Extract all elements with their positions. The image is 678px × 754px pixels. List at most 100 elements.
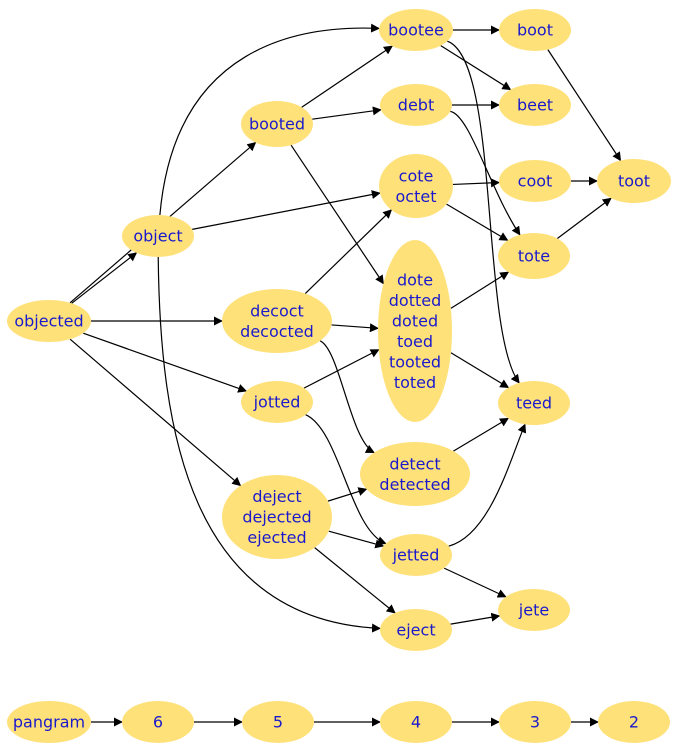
node-label: dotted: [389, 291, 442, 310]
edge-decoct-to-cote: [304, 209, 393, 294]
node-jotted[interactable]: jotted: [241, 381, 313, 423]
node-label: jotted: [253, 393, 301, 412]
node-label: boot: [517, 21, 553, 40]
node-debt[interactable]: debt: [380, 84, 452, 126]
node-label: octet: [396, 187, 437, 206]
node-label: 2: [629, 713, 639, 732]
node-ellipse: [378, 240, 452, 422]
edge-object-to-bootee: [159, 23, 381, 216]
node-ellipse: [122, 215, 194, 257]
node-ellipse: [598, 701, 670, 743]
edge-bootee-to-teed: [447, 40, 520, 384]
edge-bootee-to-beet: [440, 45, 512, 91]
edge-booted-to-bootee: [301, 45, 393, 108]
node-ellipse: [499, 84, 571, 126]
node-jete[interactable]: jete: [498, 589, 570, 631]
edge-detect-to-teed: [453, 417, 510, 452]
node-toot[interactable]: toot: [597, 159, 671, 203]
node-label: teed: [516, 394, 552, 413]
edge-jetted-to-jete: [443, 567, 507, 598]
node-ellipse: [242, 701, 314, 743]
edge-deject-to-jetted: [328, 530, 385, 549]
edge-objected-to-jotted: [83, 332, 248, 393]
node-n3[interactable]: 3: [499, 701, 571, 743]
node-eject[interactable]: eject: [380, 609, 452, 651]
node-label: beet: [517, 96, 553, 115]
node-label: dote: [397, 270, 433, 289]
node-ellipse: [7, 701, 91, 743]
node-n5[interactable]: 5: [242, 701, 314, 743]
node-booted[interactable]: booted: [241, 101, 313, 147]
node-n2[interactable]: 2: [598, 701, 670, 743]
node-teed[interactable]: teed: [498, 381, 570, 425]
node-jetted[interactable]: jetted: [380, 534, 452, 576]
nodes-layer: objected object booted bootee boot debt beet co…: [7, 9, 671, 743]
edge-decoct-to-detect: [319, 340, 375, 454]
edge-cote-to-tote: [446, 203, 509, 241]
node-label: object: [133, 227, 182, 246]
edge-booted-to-dote: [290, 144, 384, 285]
node-label: tote: [518, 247, 550, 266]
node-ellipse: [241, 101, 313, 147]
node-coot[interactable]: coot: [499, 160, 571, 202]
edge-dote-to-teed: [450, 352, 510, 389]
edge-decoct-to-dote: [331, 323, 379, 333]
node-label: pangram: [13, 713, 85, 732]
node-ellipse: [597, 159, 671, 203]
node-beet[interactable]: beet: [499, 84, 571, 126]
node-ellipse: [499, 9, 571, 51]
node-tote[interactable]: tote: [498, 233, 570, 279]
node-label: jete: [518, 601, 549, 620]
edge-boot-to-toot: [547, 49, 622, 162]
node-label: decoct: [250, 301, 304, 320]
node-n4[interactable]: 4: [380, 701, 452, 743]
edge-objected-to-object: [71, 252, 138, 304]
edge-debt-to-tote: [450, 110, 521, 236]
node-label: coot: [518, 172, 553, 191]
edge-jotted-to-jetted: [305, 414, 387, 545]
edge-object-to-cote: [192, 190, 381, 230]
edge-cote-to-coot: [452, 178, 500, 188]
node-label: toted: [394, 373, 436, 392]
edge-jotted-to-dote: [303, 349, 380, 389]
node-boot[interactable]: boot: [499, 9, 571, 51]
node-ellipse: [498, 233, 570, 279]
node-label: 6: [153, 713, 163, 732]
edges-layer: [69, 23, 622, 727]
node-bootee[interactable]: bootee: [379, 9, 453, 51]
node-ellipse: [380, 609, 452, 651]
node-pangram[interactable]: pangram: [7, 701, 91, 743]
node-label: ejected: [247, 528, 306, 547]
node-label: 3: [530, 713, 540, 732]
edge-dote-to-tote: [450, 271, 510, 309]
node-label: booted: [249, 115, 305, 134]
node-label: debt: [398, 96, 434, 115]
node-ellipse: [498, 589, 570, 631]
node-ellipse: [380, 84, 452, 126]
node-label: jetted: [392, 546, 440, 565]
edge-eject-to-jete: [450, 612, 501, 625]
node-label: eject: [396, 621, 435, 640]
node-n6[interactable]: 6: [122, 701, 194, 743]
node-ellipse: [380, 701, 452, 743]
node-ellipse: [222, 289, 332, 353]
node-object[interactable]: object: [122, 215, 194, 257]
node-objected[interactable]: objected: [7, 300, 91, 342]
node-ellipse: [499, 701, 571, 743]
node-ellipse: [499, 160, 571, 202]
node-label: toot: [618, 172, 650, 191]
node-ellipse: [241, 381, 313, 423]
node-ellipse: [360, 442, 470, 506]
node-label: bootee: [388, 21, 444, 40]
node-ellipse: [498, 381, 570, 425]
node-label: detected: [379, 475, 450, 494]
edge-deject-to-eject: [314, 547, 396, 614]
node-label: 4: [411, 713, 421, 732]
node-ellipse: [380, 534, 452, 576]
